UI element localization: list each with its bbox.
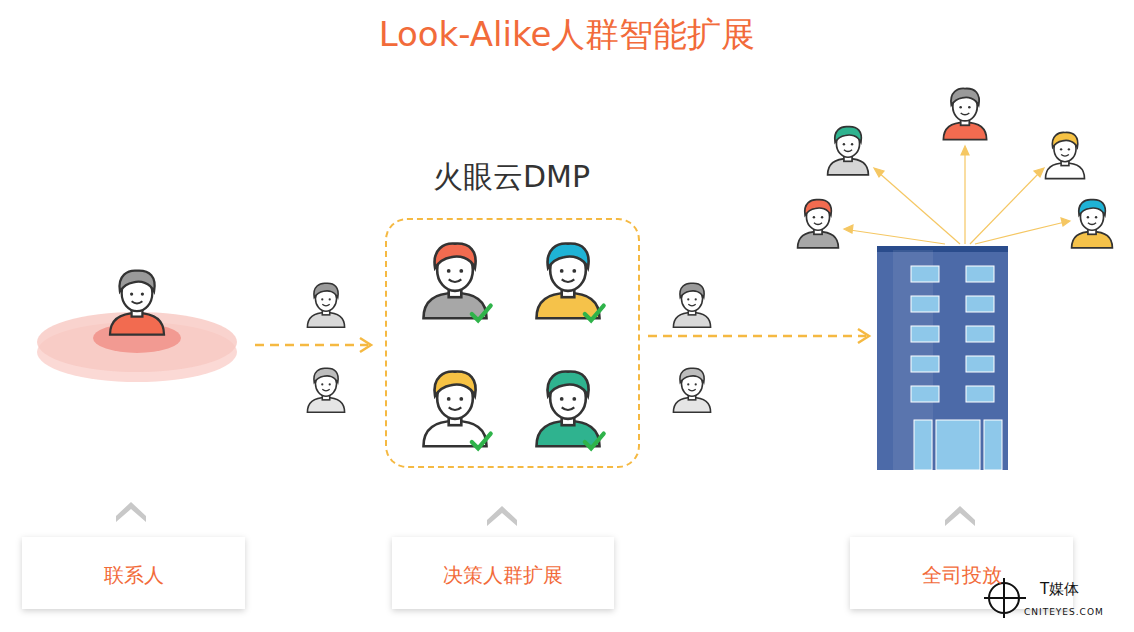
step-label: 决策人群扩展 [443,562,563,589]
step-label: 联系人 [104,562,164,589]
box-shadow [22,537,1073,609]
reached-person [798,200,839,248]
dmp-group: 火眼云DMP [385,218,640,468]
decision-person [537,372,604,449]
person-icon [673,368,710,412]
reached-person [1046,132,1085,178]
decision-person [424,244,491,321]
decision-person [424,372,491,449]
step-box: 全司投放 [850,537,1073,609]
company-building [877,246,1008,485]
person-icon [307,283,344,327]
up-chevron [116,502,975,526]
spread-arrow [844,146,1070,244]
watermark-url: CNITEYES.COM [1024,607,1104,617]
step-box: 决策人群扩展 [392,537,614,609]
contact-person [110,271,164,335]
person-icon [307,368,344,412]
group-heading: 火眼云DMP [433,157,590,198]
person-icon [673,283,710,327]
step-label: 全司投放 [922,562,1002,589]
target-disc [37,312,237,382]
reached-person [943,88,986,139]
page-title: Look-Alike人群智能扩展 [0,12,1134,58]
watermark-text: T媒体 [1040,580,1079,599]
decision-person [537,244,604,321]
flow-arrow [255,329,869,352]
step-box: 联系人 [22,537,245,609]
reached-person [828,127,869,175]
reached-person [1072,200,1113,248]
